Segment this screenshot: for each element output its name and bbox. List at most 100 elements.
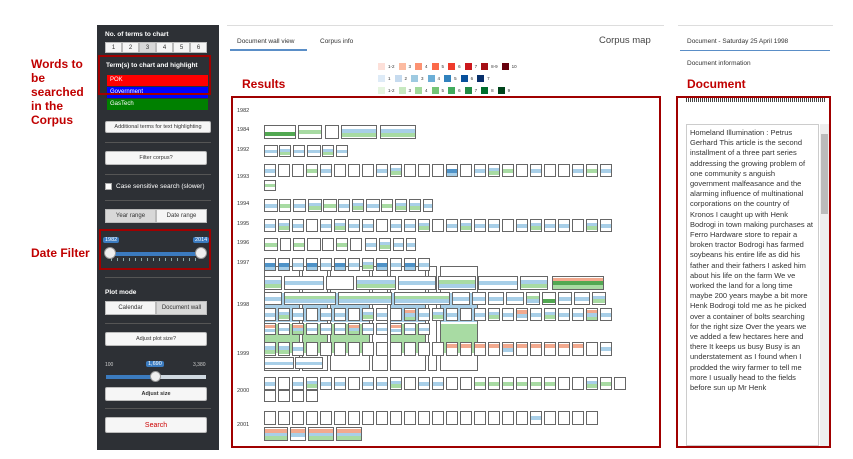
document-tile[interactable] [530,342,542,356]
document-tile[interactable] [432,342,444,356]
document-tile[interactable] [418,323,430,335]
document-tile[interactable] [600,308,612,321]
document-tile[interactable] [446,308,458,321]
document-tile[interactable] [278,258,290,271]
document-tile[interactable] [558,377,570,390]
document-tile[interactable] [308,427,334,441]
document-tile[interactable] [390,323,402,335]
document-tile[interactable] [336,238,348,251]
tab-year-range[interactable]: Year range [105,209,156,223]
document-tile[interactable] [307,145,321,157]
document-tile[interactable] [334,342,346,356]
document-tile[interactable] [592,292,606,305]
document-tile[interactable] [460,219,472,232]
document-tile[interactable] [404,342,416,356]
document-tile[interactable] [380,125,416,139]
document-tile[interactable] [362,342,374,356]
document-tile[interactable] [292,258,304,271]
document-tile[interactable] [460,377,472,390]
document-tile[interactable] [362,164,374,177]
document-tile[interactable] [278,411,290,425]
document-tile[interactable] [278,308,290,321]
document-tile[interactable] [264,357,294,369]
document-tile[interactable] [520,276,548,290]
document-tile[interactable] [488,342,500,356]
additional-terms-button[interactable]: Additional terms for text highlighting [105,121,211,133]
document-tile[interactable] [306,323,318,335]
document-scrollbar[interactable] [820,124,829,446]
document-tile[interactable] [264,238,278,251]
document-tile[interactable] [292,219,304,232]
document-tile[interactable] [409,199,421,212]
document-tile[interactable] [264,199,278,212]
document-tile[interactable] [502,342,514,356]
document-tile[interactable] [544,342,556,356]
num-terms-option[interactable]: 1 [105,42,122,53]
search-button[interactable]: Search [105,417,207,433]
document-tile[interactable] [348,219,360,232]
document-tile[interactable] [264,323,276,335]
document-tile[interactable] [474,411,486,425]
document-tile[interactable] [586,164,598,177]
document-tile[interactable] [558,219,570,232]
document-tile[interactable] [544,377,556,390]
num-terms-option[interactable]: 4 [156,42,173,53]
num-terms-option[interactable]: 5 [173,42,190,53]
document-tile[interactable] [544,308,556,321]
document-tile[interactable] [376,258,388,271]
document-tile[interactable] [338,199,350,212]
document-tile[interactable] [307,238,321,251]
case-sensitive-checkbox[interactable] [105,183,112,190]
document-tile[interactable] [516,411,528,425]
document-tile[interactable] [488,219,500,232]
document-tile[interactable] [544,219,556,232]
document-tile[interactable] [290,427,306,441]
document-tile[interactable] [264,276,282,290]
document-tile[interactable] [600,342,612,356]
adjust-size-button[interactable]: Adjust size [105,387,207,401]
document-tile[interactable] [460,164,472,177]
document-tile[interactable] [381,199,393,212]
document-tile[interactable] [356,276,396,290]
document-tile[interactable] [516,342,528,356]
document-tile[interactable] [432,411,444,425]
document-tile[interactable] [264,411,276,425]
document-tile[interactable] [320,323,332,335]
document-tile[interactable] [558,308,570,321]
term-input-government[interactable]: Government [107,87,208,98]
document-tile[interactable] [264,258,276,271]
document-tile[interactable] [341,125,377,139]
document-tile[interactable] [306,377,318,390]
document-tile[interactable] [334,308,346,321]
document-tile[interactable] [390,258,402,271]
document-tile[interactable] [516,164,528,177]
document-tile[interactable] [574,292,590,305]
document-tile[interactable] [600,164,612,177]
document-tile[interactable] [474,219,486,232]
document-tile[interactable] [432,308,444,321]
document-tile[interactable] [264,125,296,139]
document-tile[interactable] [264,342,276,356]
document-tile[interactable] [320,219,332,232]
document-tile[interactable] [446,164,458,177]
document-tile[interactable] [320,308,332,321]
document-tile[interactable] [558,342,570,356]
document-tile[interactable] [293,199,306,212]
document-tile[interactable] [558,292,572,305]
term-input-pok[interactable]: POK [107,75,208,86]
document-tile[interactable] [264,390,276,402]
document-tile[interactable] [398,276,436,290]
document-tile[interactable] [292,308,304,321]
document-tile[interactable] [320,164,332,177]
num-terms-option[interactable]: 6 [190,42,207,53]
document-tile[interactable] [338,292,392,305]
slider-max-handle[interactable] [195,247,207,259]
document-tile[interactable] [586,377,598,390]
document-tile[interactable] [322,238,334,251]
document-tile[interactable] [322,145,334,157]
document-tile[interactable] [280,238,291,251]
document-tile[interactable] [474,342,486,356]
document-tile[interactable] [516,308,528,321]
document-tile[interactable] [348,258,360,271]
document-tile[interactable] [404,377,416,390]
